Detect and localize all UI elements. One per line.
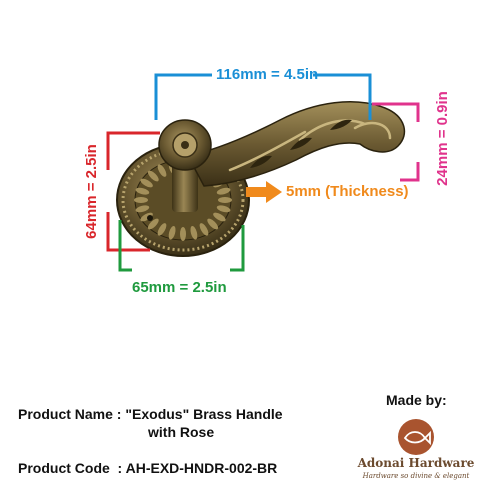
knob-center <box>181 141 189 149</box>
screw-hole <box>147 215 153 221</box>
rose-petal <box>213 212 226 222</box>
rose-petal <box>147 170 159 182</box>
rose-petals <box>134 159 232 241</box>
rose-width-dimension-bracket <box>118 220 245 272</box>
rose-petal <box>180 227 186 241</box>
rose-petal <box>135 187 150 195</box>
thickness-label: 5mm (Thickness) <box>286 183 409 200</box>
lever-height-dimension-label: 24mm = 0.9in <box>433 91 451 186</box>
product-name-value: "Exodus" Brass Handle <box>125 406 283 422</box>
rose-bead-ring <box>121 148 245 252</box>
lever-height-dimension-bracket <box>372 102 420 182</box>
made-by-label: Made by: <box>386 392 447 408</box>
thickness-arrow <box>246 181 282 203</box>
rose-petal <box>199 223 209 236</box>
rose-petal <box>216 187 231 195</box>
rose-petal <box>168 225 176 240</box>
rose-petal <box>140 178 153 188</box>
product-name-line2: with Rose <box>148 424 215 440</box>
rose-petal <box>134 197 148 203</box>
width-dimension-bracket <box>154 73 372 120</box>
rose-petal <box>207 218 219 230</box>
height-dimension-bracket <box>106 131 160 252</box>
product-code-value: AH-EXD-HNDR-002-BR <box>125 460 278 476</box>
rose-petal <box>216 205 231 213</box>
door-handle-image <box>116 101 406 257</box>
brand-name: Adonai Hardware <box>357 456 475 470</box>
rose-width-dimension-label: 65mm = 2.5in <box>132 279 227 296</box>
fish-icon <box>398 419 434 455</box>
product-name-label: Product Name : "Exodus" Brass Handle <box>18 406 283 422</box>
rose-petal <box>157 164 167 177</box>
rose-petal <box>140 212 153 222</box>
brand-tagline: Hardware so divine & elegant <box>362 472 470 480</box>
lever-leaf-detail <box>250 119 352 168</box>
rose-petal <box>190 225 198 240</box>
rose-petal <box>135 205 150 213</box>
product-code-label: Product Code : AH-EXD-HNDR-002-BR <box>18 460 278 476</box>
width-dimension-label: 116mm = 4.5in <box>216 66 319 83</box>
lever-scroll-detail <box>228 119 392 172</box>
product-name-key: Product Name <box>18 406 113 422</box>
rose-petal <box>218 197 232 203</box>
rose-petal <box>147 218 159 230</box>
product-code-key: Product Code <box>18 460 110 476</box>
rose-petal <box>157 223 167 236</box>
height-dimension-label: 64mm = 2.5in <box>82 144 100 239</box>
